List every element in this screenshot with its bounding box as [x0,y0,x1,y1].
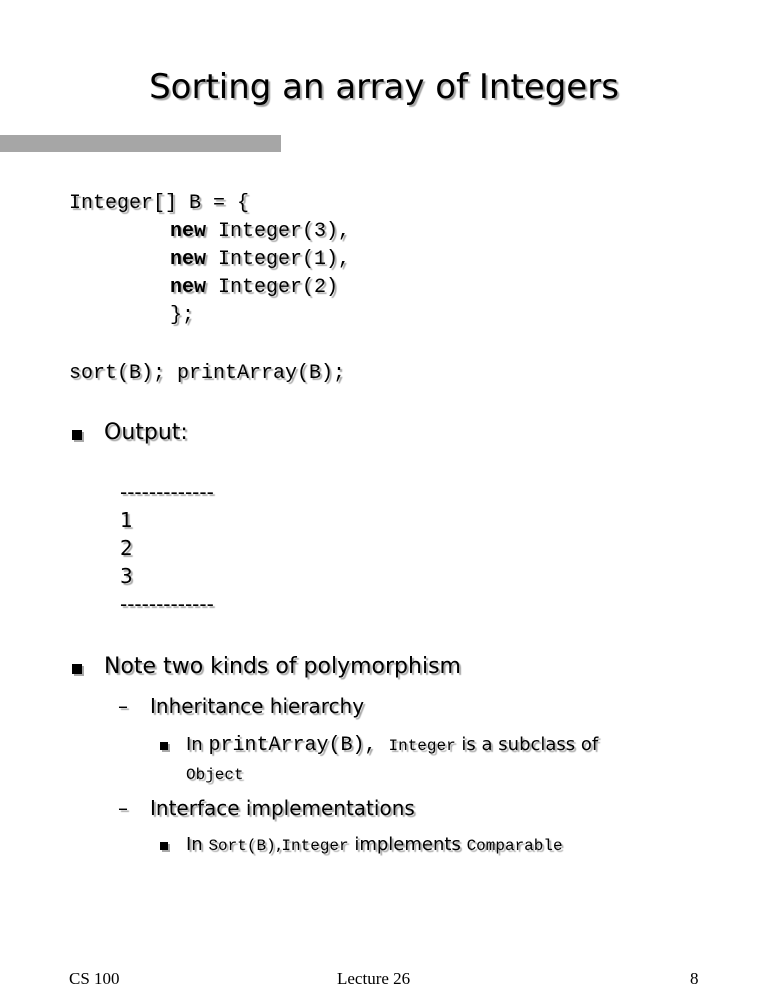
output-label: Output: [104,420,188,445]
bullet-icon [160,742,168,750]
footer-course: CS 100 [69,969,120,988]
slide-title: Sorting an array of Integers [149,67,619,107]
bullet-icon [72,430,82,440]
code-line: new Integer(2) [170,274,338,302]
code-keyword: new [170,248,207,271]
code-line: Integer[] B = { [69,192,250,215]
bullet-icon [72,664,82,674]
bullet-icon [160,842,168,850]
code-keyword: new [170,220,207,243]
text-fragment: implements [348,834,467,855]
output-line: ------------- [120,592,214,616]
code-text: Integer(1), [206,248,351,271]
output-line: 3 [120,564,133,588]
code-line: }; [170,304,195,327]
inheritance-label: Inheritance hierarchy [150,694,365,718]
code-line: sort(B); printArray(B); [69,362,346,385]
text-fragment: is a subclass of [455,734,599,755]
text-fragment: In [186,834,209,855]
dash-marker: – [118,796,128,820]
code-fragment: printArray(B), [208,734,389,757]
code-fragment: Integer [388,737,456,755]
inheritance-detail: In printArray(B), Integer is a subclass … [186,732,598,759]
interface-detail: In Sort(B),Integer implements Comparable [186,832,563,859]
title-underline-bar [0,135,281,152]
interface-label: Interface implementations [150,796,415,820]
code-keyword: new [170,276,207,299]
code-fragment: Integer [281,837,349,855]
output-line: 2 [120,536,133,560]
code-fragment: Comparable [466,837,563,855]
note-heading: Note two kinds of polymorphism [104,654,461,679]
code-text: Integer(2) [206,276,339,299]
dash-marker: – [118,694,128,718]
code-text: Integer(3), [206,220,351,243]
text-fragment: In [186,734,209,755]
code-line: new Integer(1), [170,246,350,274]
code-fragment: Object [186,766,244,784]
code-line: new Integer(3), [170,218,350,246]
footer-page-number: 8 [690,969,699,988]
output-line: ------------- [120,480,214,504]
inheritance-detail-cont: Object [186,761,244,788]
footer-lecture: Lecture 26 [337,969,411,988]
output-line: 1 [120,508,133,532]
text-fragment: , [275,834,282,855]
code-fragment: Sort(B) [208,837,276,855]
